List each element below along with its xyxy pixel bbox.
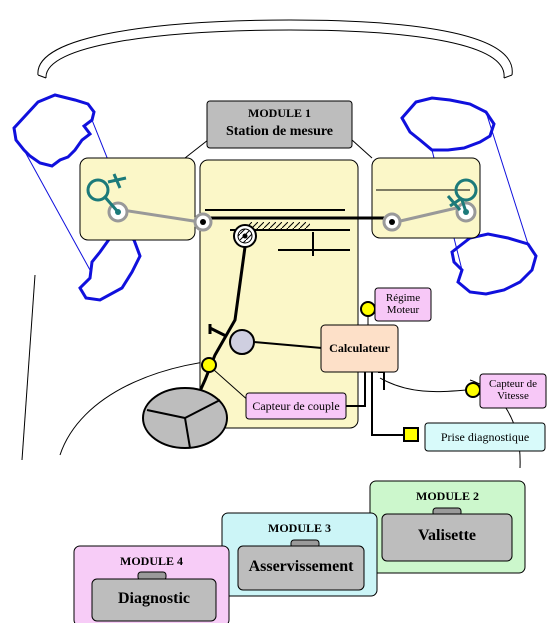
speed-sensor-cable	[379, 377, 467, 393]
module4-title: MODULE 4	[120, 554, 183, 568]
tie-rods	[121, 204, 466, 224]
module3-name: Asservissement	[248, 558, 354, 575]
capteur-vitesse-box	[479, 373, 547, 409]
regime-label-line1: Régime	[385, 292, 421, 304]
prise-diagnostique-box	[424, 422, 546, 452]
rpm-sensor-icon	[360, 301, 376, 326]
right-wheel-pivot	[446, 178, 478, 213]
center-panel	[199, 159, 359, 429]
right-front-tire	[400, 96, 538, 296]
module4-name: Diagnostic	[118, 590, 190, 607]
pinion-gear	[233, 224, 257, 248]
speed-sensor-icon	[465, 382, 481, 398]
torque-sensor-icon	[201, 357, 251, 403]
module2-name: Valisette	[417, 527, 477, 544]
module3-title: MODULE 3	[268, 521, 331, 535]
module1-name: Station de mesure	[225, 124, 334, 139]
module3-card	[221, 512, 378, 597]
assist-motor	[229, 329, 323, 355]
capteur-couple-box	[245, 392, 347, 420]
left-wheel-panel	[79, 157, 196, 241]
regime-box	[374, 287, 432, 322]
capteur-couple-label: Capteur de couple	[252, 399, 340, 413]
steering-column	[194, 246, 247, 401]
calculateur-box	[320, 324, 399, 373]
module2-card	[369, 480, 526, 574]
diagnostic-plug-icon	[403, 427, 419, 442]
module1-connectors	[184, 139, 373, 159]
capteur-vitesse-line2: Vitesse	[497, 390, 529, 402]
module1-box	[206, 100, 353, 149]
left-wheel-pivot	[86, 173, 127, 213]
prise-diagnostique-label: Prise diagnostique	[440, 430, 530, 444]
module4-card	[73, 545, 230, 627]
calculateur-label: Calculateur	[329, 341, 390, 355]
car-body-outline	[37, 19, 513, 79]
capteur-vitesse-line1: Capteur de	[489, 378, 537, 390]
regime-label-line2: Moteur	[386, 304, 420, 316]
module2-title: MODULE 2	[416, 489, 479, 503]
steering-wheel-icon	[142, 387, 228, 449]
module1-title: MODULE 1	[248, 106, 311, 120]
